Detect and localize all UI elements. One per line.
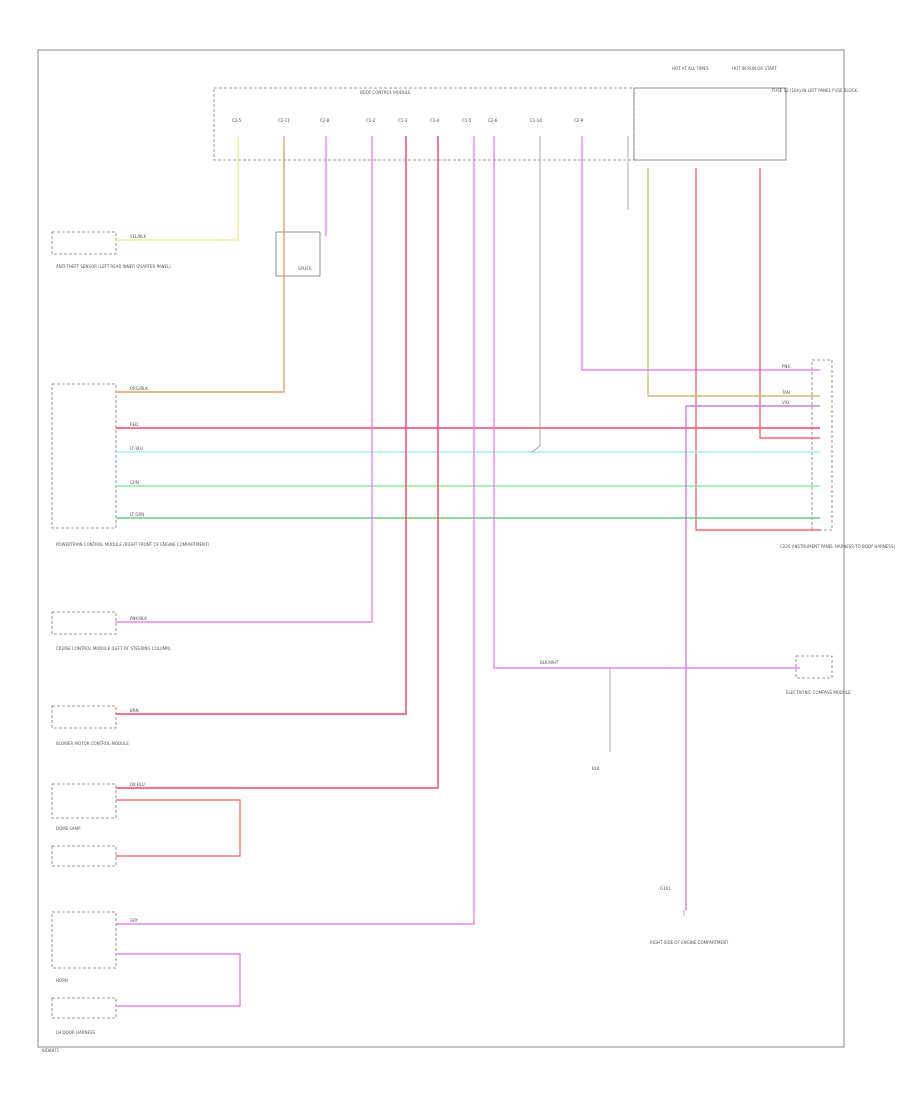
wire-label-pnk: PNK bbox=[782, 364, 790, 369]
horn-label: HORN bbox=[56, 978, 68, 983]
cruise-module-box bbox=[51, 611, 117, 635]
wire-label-tan: TAN bbox=[781, 390, 790, 395]
wire-label-blk-wht: BLK/WHT bbox=[540, 660, 559, 665]
horn-box-a bbox=[51, 911, 117, 969]
wire-label-lt-blu: LT BLU bbox=[130, 446, 143, 451]
wire-label-lt-grn: LT GRN bbox=[130, 512, 144, 517]
anti-theft-sensor-label: ANTI-THEFT SENSOR (LEFT REAR INNER QUART… bbox=[56, 264, 171, 269]
module-pin: C1-2 bbox=[366, 118, 376, 123]
wire-pnk-horn bbox=[116, 136, 475, 925]
module-title: BODY CONTROL MODULE bbox=[360, 90, 411, 95]
horn-box-b bbox=[51, 997, 117, 1019]
cruise-module-label: CRUISE CONTROL MODULE (LEFT OF STEERING … bbox=[56, 646, 171, 651]
module-pin: C2-6 bbox=[488, 118, 498, 123]
dome-lamp-label: DOME LAMP bbox=[56, 826, 81, 831]
module-pin: C2-8 bbox=[320, 118, 330, 123]
anti-theft-sensor-box bbox=[51, 231, 117, 255]
hot-in-run-label: HOT IN RUN OR START bbox=[732, 66, 777, 71]
compass-module-box bbox=[795, 655, 833, 679]
fuse-note-label: FUSE 12 (10A) IN LEFT PANEL FUSE BLOCK bbox=[772, 88, 858, 93]
wire-label-red: RED bbox=[130, 422, 138, 427]
wire-label-pnk-blk: PNK/BLK bbox=[130, 616, 147, 621]
blower-module-box bbox=[51, 705, 117, 729]
wire-pnk-horn-loop bbox=[116, 953, 241, 1007]
dome-lamp-box-b bbox=[51, 845, 117, 867]
fuse-block-box bbox=[633, 87, 787, 161]
module-pin: C1-5 bbox=[462, 118, 472, 123]
wire-pnk-compass bbox=[493, 136, 800, 669]
splice-label: SPLICE bbox=[298, 266, 312, 271]
hot-at-all-times-label: HOT AT ALL TIMES bbox=[672, 66, 709, 71]
module-pin: C2-11 bbox=[278, 118, 290, 123]
bottom-harness-label: LH DOOR HARNESS bbox=[56, 1030, 96, 1035]
module-pin: C1-4 bbox=[430, 118, 440, 123]
right-connector-box bbox=[811, 359, 833, 531]
wire-label-yel-blk: YEL/BLK bbox=[129, 234, 147, 239]
powertrain-module-box bbox=[51, 383, 117, 529]
body-control-module-box bbox=[213, 87, 635, 161]
wire-label-org-blk: ORG/BLK bbox=[130, 386, 148, 391]
wire-red-right bbox=[759, 168, 820, 439]
wire-lt-blu-vertical bbox=[531, 136, 541, 453]
wire-org-blk bbox=[116, 136, 285, 393]
wire-vio bbox=[685, 405, 820, 910]
dome-lamp-box-a bbox=[51, 783, 117, 819]
wire-tan bbox=[647, 168, 820, 397]
module-pin: C2-5 bbox=[232, 118, 242, 123]
diagram-frame bbox=[37, 49, 845, 1048]
wire-red-dome bbox=[116, 136, 439, 789]
blower-module-label: BLOWER MOTOR CONTROL MODULE bbox=[56, 741, 129, 746]
right-connector-label: C220 (INSTRUMENT PANEL HARNESS TO BODY H… bbox=[780, 544, 895, 549]
wire-salmon-dome bbox=[116, 799, 241, 857]
ground-label: G101 bbox=[660, 886, 671, 891]
wire-label-gry: GRY bbox=[130, 918, 139, 923]
module-pins: C2-5 C2-11 C2-8 C1-2 C1-3 C1-4 C1-5 C2-6… bbox=[232, 118, 584, 123]
compass-module-label: ELECTRONIC COMPASS MODULE bbox=[786, 690, 851, 695]
module-pin: C1-14 bbox=[530, 118, 542, 123]
wire-label-blk: BLK bbox=[592, 766, 600, 771]
ground-location-label: RIGHT SIDE OF ENGINE COMPARTMENT bbox=[650, 940, 729, 945]
wire-yel-blk bbox=[116, 136, 239, 241]
module-pin: C2-9 bbox=[574, 118, 584, 123]
footer-code: WD8871 bbox=[42, 1048, 60, 1053]
wire-label-brn: BRN bbox=[130, 708, 139, 713]
wire-label-grn: GRN bbox=[130, 480, 139, 485]
wire-red-blower bbox=[116, 136, 407, 715]
powertrain-module-label: POWERTRAIN CONTROL MODULE (RIGHT FRONT O… bbox=[56, 542, 209, 547]
module-pin: C1-3 bbox=[398, 118, 408, 123]
wire-pnk-cruise bbox=[116, 136, 373, 623]
splice-box bbox=[275, 231, 321, 277]
wire-label-vio: VIO bbox=[782, 400, 789, 405]
wire-pnk-upper-right bbox=[581, 136, 820, 371]
wire-label-dk-blu: DK BLU bbox=[130, 782, 145, 787]
wire-red-upper bbox=[695, 168, 820, 531]
